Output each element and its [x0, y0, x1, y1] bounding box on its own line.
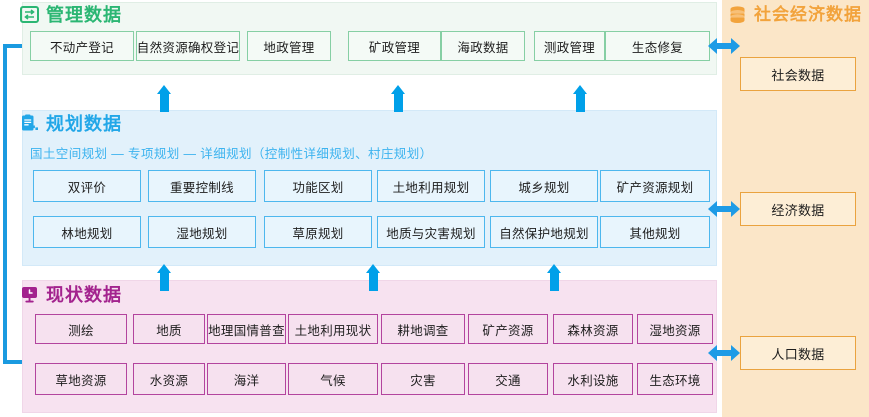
planning-hierarchy-caption: 国土空间规划 — 专项规划 — 详细规划（控制性详细规划、村庄规划）: [30, 147, 433, 161]
socioeconomic-data-item[interactable]: 人口数据: [740, 336, 856, 370]
status-data-item[interactable]: 地理国情普查: [207, 314, 286, 344]
section-title: 规划数据: [46, 113, 122, 134]
rail-top-segment: [3, 44, 33, 48]
management-data-item[interactable]: 生态修复: [605, 31, 710, 61]
header-socioeconomic-data: 社会经济数据: [728, 5, 862, 24]
status-data-item[interactable]: 水利设施: [553, 363, 633, 395]
exchange-box-icon: [20, 5, 39, 24]
planning-data-item[interactable]: 功能区划: [264, 170, 372, 202]
management-data-item[interactable]: 不动产登记: [30, 31, 134, 61]
planning-data-item[interactable]: 其他规划: [600, 216, 710, 248]
planning-data-item[interactable]: 地质与灾害规划: [377, 216, 485, 248]
header-management-data: 管理数据: [20, 5, 122, 24]
planning-data-item[interactable]: 双评价: [33, 170, 141, 202]
clipboard-report-icon: [20, 114, 39, 133]
socioeconomic-data-item[interactable]: 经济数据: [740, 192, 856, 226]
planning-data-item[interactable]: 自然保护地规划: [490, 216, 598, 248]
status-data-item[interactable]: 交通: [468, 363, 548, 395]
management-data-item[interactable]: 地政管理: [247, 31, 331, 61]
status-data-item[interactable]: 测绘: [35, 314, 127, 344]
management-data-item[interactable]: 测政管理: [534, 31, 605, 61]
section-title: 社会经济数据: [754, 5, 862, 24]
status-data-item[interactable]: 草地资源: [35, 363, 127, 395]
status-data-item[interactable]: 森林资源: [553, 314, 633, 344]
management-data-item[interactable]: 矿政管理: [348, 31, 441, 61]
section-title: 管理数据: [46, 4, 122, 25]
status-data-item[interactable]: 灾害: [381, 363, 465, 395]
status-data-item[interactable]: 地质: [133, 314, 205, 344]
planning-data-item[interactable]: 林地规划: [33, 216, 141, 248]
planning-data-item[interactable]: 城乡规划: [490, 170, 598, 202]
status-data-item[interactable]: 矿产资源: [468, 314, 548, 344]
rail-bottom-segment: [3, 360, 29, 364]
rail-vertical-segment: [3, 44, 7, 364]
status-data-item[interactable]: 海洋: [207, 363, 286, 395]
link-manage-social-icon: [708, 38, 740, 54]
management-data-item[interactable]: 自然资源确权登记: [136, 31, 240, 61]
link-plan-economic-icon: [708, 201, 740, 217]
database-stack-icon: [728, 5, 747, 24]
status-data-item[interactable]: 生态环境: [637, 363, 713, 395]
status-data-item[interactable]: 土地利用现状: [288, 314, 378, 344]
planning-data-item[interactable]: 土地利用规划: [377, 170, 485, 202]
link-status-population-icon: [708, 345, 740, 361]
planning-data-item[interactable]: 重要控制线: [148, 170, 256, 202]
socioeconomic-data-item[interactable]: 社会数据: [740, 57, 856, 91]
header-status-data: 现状数据: [20, 285, 122, 304]
status-data-item[interactable]: 湿地资源: [637, 314, 713, 344]
planning-data-item[interactable]: 草原规划: [264, 216, 372, 248]
section-title: 现状数据: [46, 284, 122, 305]
management-data-item[interactable]: 海政数据: [441, 31, 525, 61]
monitor-clock-icon: [20, 285, 39, 304]
planning-data-item[interactable]: 湿地规划: [148, 216, 256, 248]
status-data-item[interactable]: 耕地调查: [381, 314, 465, 344]
header-planning-data: 规划数据: [20, 114, 122, 133]
status-data-item[interactable]: 气候: [288, 363, 378, 395]
status-data-item[interactable]: 水资源: [133, 363, 205, 395]
planning-data-item[interactable]: 矿产资源规划: [600, 170, 710, 202]
